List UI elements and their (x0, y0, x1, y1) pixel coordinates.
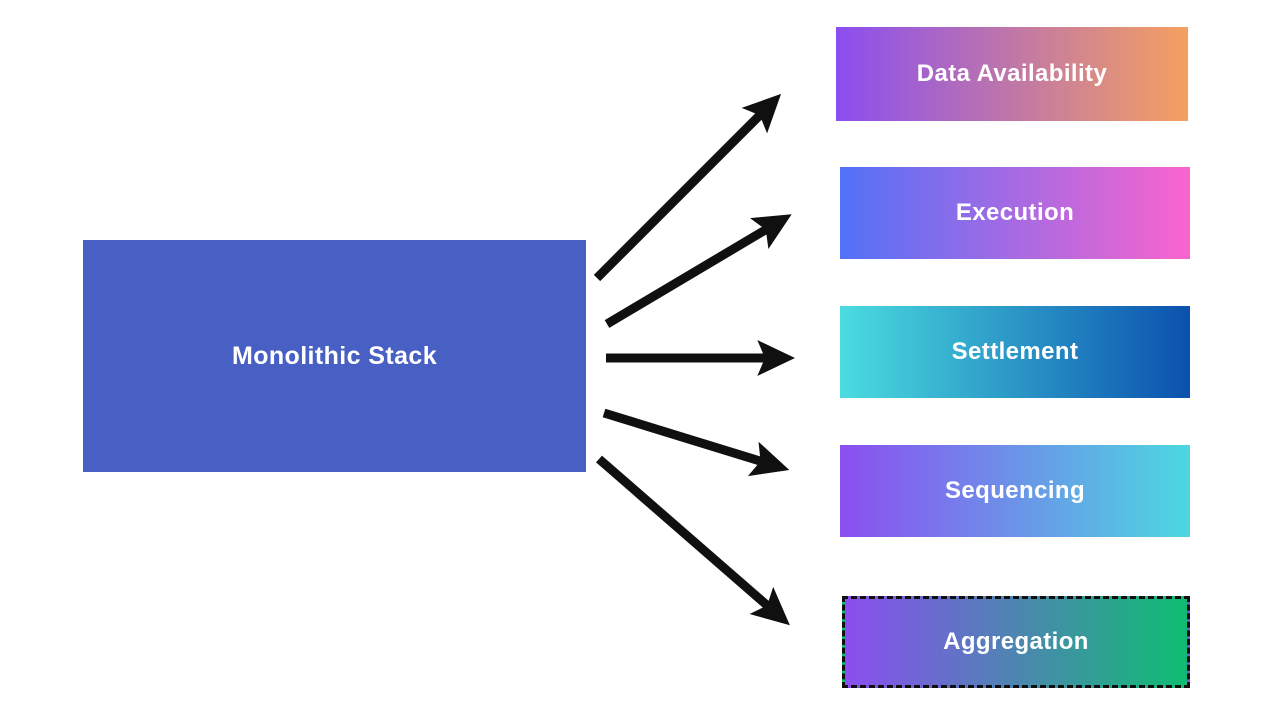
arrow-to-aggregation (596, 455, 790, 626)
layer-label-settlement: Settlement (951, 337, 1079, 365)
arrow-to-data-availability (593, 93, 782, 282)
layer-label-execution: Execution (955, 198, 1075, 226)
layer-label-sequencing: Sequencing (944, 476, 1086, 504)
arrow-to-execution (604, 214, 792, 328)
layer-bar-execution[interactable]: Execution (840, 167, 1190, 259)
layer-bar-aggregation[interactable]: Aggregation (842, 596, 1190, 688)
monolithic-stack-box[interactable]: Monolithic Stack (83, 240, 586, 472)
layer-label-data-availability: Data Availability (916, 59, 1108, 87)
layer-label-aggregation: Aggregation (943, 627, 1089, 655)
layer-bar-sequencing[interactable]: Sequencing (840, 445, 1190, 537)
layer-bar-settlement[interactable]: Settlement (840, 306, 1190, 398)
layer-bar-data-availability[interactable]: Data Availability (836, 27, 1188, 121)
monolithic-stack-label: Monolithic Stack (231, 342, 438, 370)
arrow-to-sequencing (602, 408, 790, 477)
